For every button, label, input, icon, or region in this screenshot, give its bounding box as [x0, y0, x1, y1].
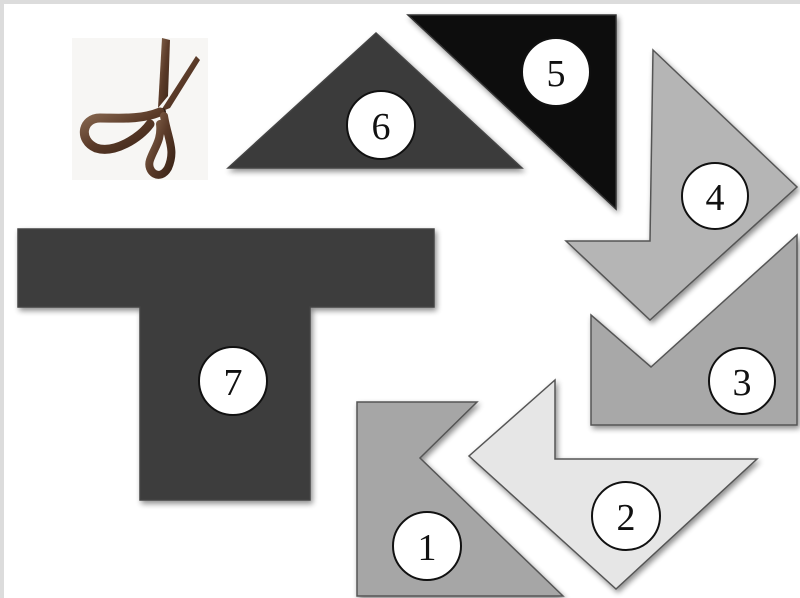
piece-1-label: 1: [418, 527, 437, 569]
piece-3-label: 3: [733, 362, 752, 404]
piece-6-label: 6: [372, 106, 391, 148]
piece-4-label: 4: [706, 177, 725, 219]
piece-2-label: 2: [617, 497, 636, 539]
piece-7-label: 7: [224, 362, 243, 404]
scissors-icon: [72, 38, 208, 180]
piece-5-label: 5: [547, 53, 566, 95]
